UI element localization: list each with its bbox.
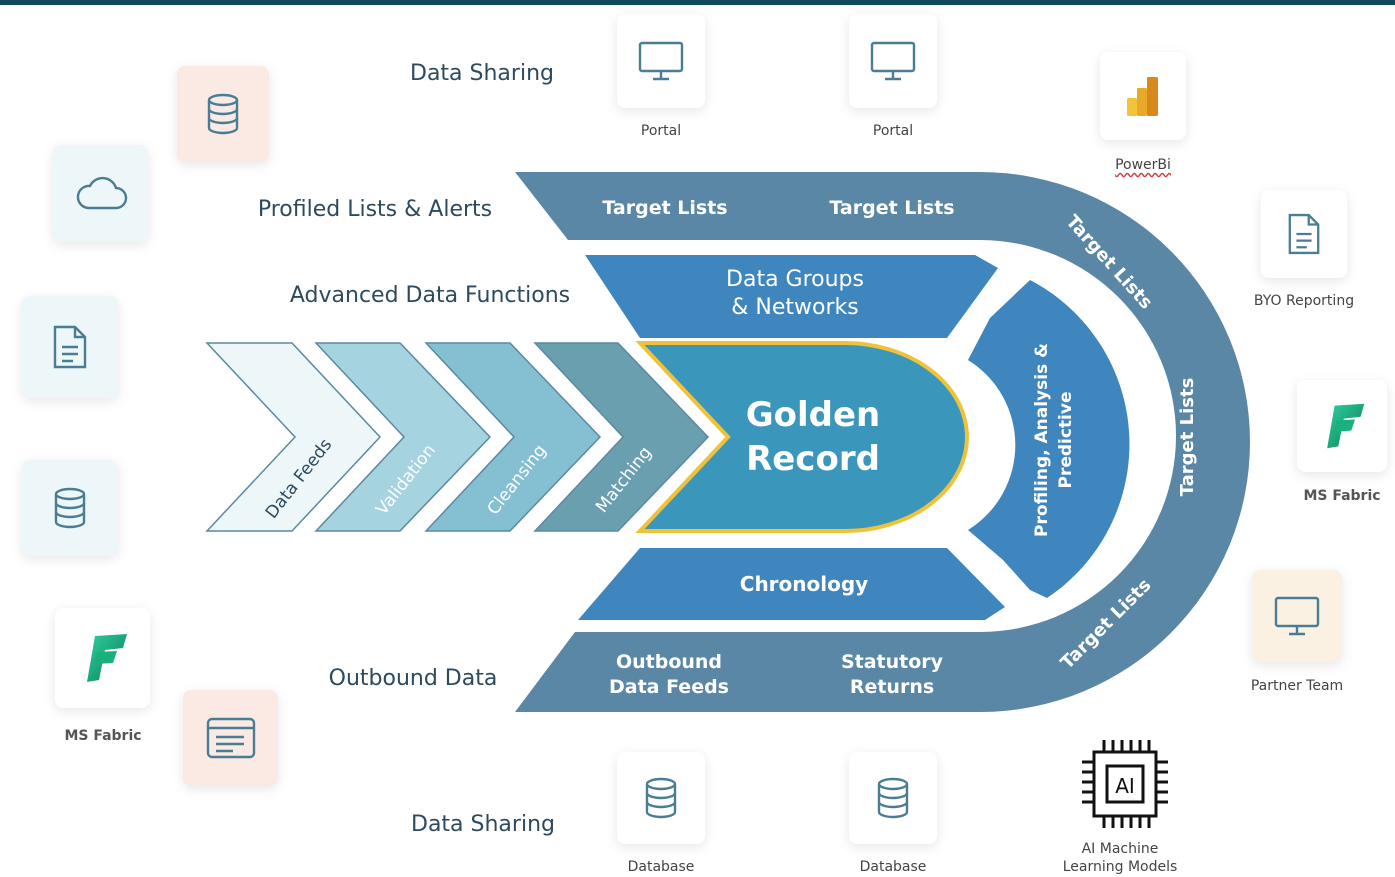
- label-profiled-lists: Profiled Lists & Alerts: [258, 197, 492, 222]
- label-data-sharing-bottom: Data Sharing: [411, 812, 555, 837]
- golden-record-title: Golden: [746, 395, 881, 435]
- arc-outbound-feeds-line1: Outbound: [616, 651, 722, 673]
- database-tile-1: [617, 752, 705, 844]
- data-groups-label-line1: Data Groups: [726, 267, 864, 292]
- caption-database-2: Database: [859, 859, 927, 875]
- caption-powerbi: PowerBi: [1115, 157, 1171, 173]
- data-groups-label-line2: & Networks: [731, 295, 858, 320]
- left-database-tile-middle: [22, 460, 118, 556]
- chevron-validation: [314, 342, 492, 532]
- powerbi-logo-icon: [1127, 77, 1158, 116]
- chevron-data-feeds: [205, 342, 382, 532]
- top-accent-bar: [0, 0, 1395, 5]
- database-tile-2: [849, 752, 937, 844]
- left-database-tile-top: [177, 66, 269, 162]
- label-advanced-functions: Advanced Data Functions: [290, 283, 570, 308]
- document-icon: [1288, 213, 1320, 255]
- profiling-band: [968, 280, 1130, 598]
- monitor-icon: [1274, 596, 1320, 636]
- ms-fabric-logo-icon: [1327, 403, 1365, 449]
- caption-database-1: Database: [627, 859, 695, 875]
- target-lists-arc: [515, 172, 1250, 712]
- profiling-label-line1: Profiling, Analysis &: [1032, 343, 1052, 537]
- chronology-band: [578, 548, 1005, 620]
- label-outbound-data: Outbound Data: [329, 666, 498, 691]
- arc-statutory-line2: Returns: [850, 676, 934, 698]
- left-document-window-tile: [183, 690, 278, 786]
- chevron-cleansing: [424, 342, 602, 532]
- monitor-icon: [870, 41, 916, 81]
- portal-tile-1: [617, 14, 705, 108]
- partner-team-tile: [1252, 570, 1342, 662]
- arc-target-lists-2: Target Lists: [829, 197, 954, 219]
- caption-ai-models-line1: AI Machine: [1081, 841, 1159, 857]
- byo-reporting-tile: [1261, 190, 1347, 278]
- left-ms-fabric-tile: [55, 608, 150, 708]
- caption-byo-reporting: BYO Reporting: [1253, 293, 1355, 309]
- golden-record-shape: [635, 341, 969, 533]
- golden-record-subtitle: Record: [746, 439, 880, 479]
- ms-fabric-logo-icon: [86, 634, 127, 682]
- left-document-tile: [22, 296, 118, 398]
- caption-ai-models-line2: Learning Models: [1062, 859, 1178, 875]
- database-icon: [877, 777, 909, 819]
- powerbi-tile: [1100, 52, 1186, 140]
- database-icon: [54, 487, 86, 529]
- right-ms-fabric-tile: [1297, 380, 1387, 472]
- caption-portal-2: Portal: [872, 123, 914, 139]
- database-icon: [645, 777, 677, 819]
- caption-ms-fabric-left: MS Fabric: [64, 728, 142, 744]
- database-icon: [207, 93, 239, 135]
- label-data-sharing-top: Data Sharing: [410, 61, 554, 86]
- data-groups-band: [585, 255, 998, 338]
- ai-chip-label: AI: [1115, 774, 1135, 798]
- caption-partner-team: Partner Team: [1250, 678, 1344, 694]
- caption-ms-fabric-right: MS Fabric: [1303, 488, 1381, 504]
- document-icon: [53, 325, 87, 369]
- cloud-icon: [76, 176, 127, 209]
- profiling-label-line2: Predictive: [1056, 391, 1076, 488]
- left-cloud-tile: [53, 145, 148, 242]
- monitor-icon: [638, 41, 684, 81]
- ai-chip-icon: AI: [1082, 740, 1168, 828]
- arc-statutory-line1: Statutory: [841, 651, 944, 673]
- portal-tile-2: [849, 14, 937, 108]
- arc-outbound-feeds-line2: Data Feeds: [609, 676, 729, 698]
- caption-portal-1: Portal: [640, 123, 682, 139]
- chevron-matching: [533, 342, 710, 532]
- arc-target-lists-right: Target Lists: [1177, 378, 1198, 497]
- arc-target-lists-1: Target Lists: [602, 197, 727, 219]
- chronology-label: Chronology: [740, 572, 868, 596]
- window-icon: [206, 717, 255, 759]
